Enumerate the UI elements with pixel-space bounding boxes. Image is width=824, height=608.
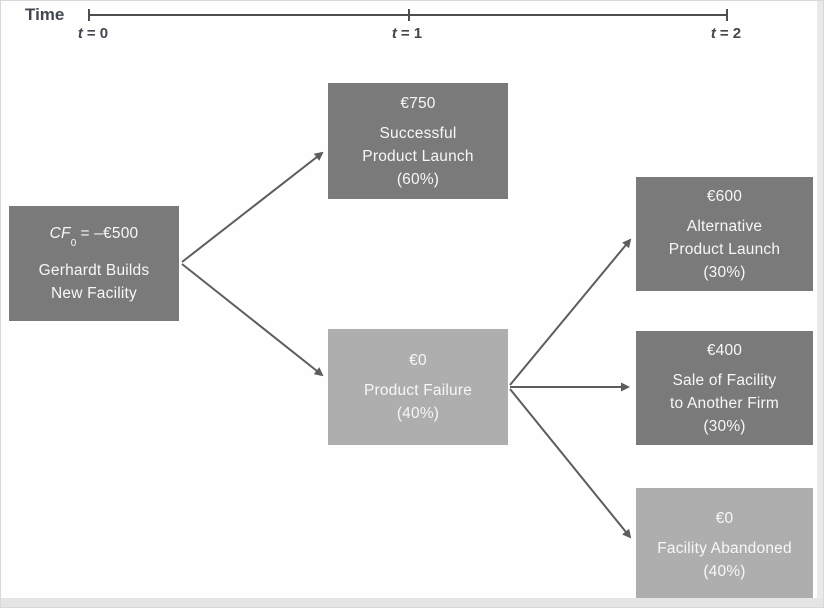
t2-var: t — [710, 25, 716, 42]
node-cashflow: €750 — [400, 94, 436, 112]
node-successful-product-launch: €750 Successful Product Launch (60%) — [328, 83, 508, 199]
node-probability: (40%) — [396, 405, 440, 422]
node-label-line: Alternative — [686, 217, 763, 235]
node-gerhardt-builds-new-facility: CF0= –€500 Gerhardt Builds New Facility — [9, 206, 179, 321]
node-probability: (60%) — [396, 170, 440, 188]
node-alternative-product-launch: €600 Alternative Product Launch (30%) — [636, 177, 813, 291]
timeline-tick-t0 — [88, 9, 90, 21]
node-label-line: Facility Abandoned — [657, 539, 792, 557]
node-probability: (30%) — [703, 263, 746, 281]
t0-var: t — [77, 25, 83, 42]
node-cashflow: €600 — [706, 187, 743, 205]
t1-value: = 1 — [400, 25, 423, 42]
node-label-line: New Facility — [51, 284, 137, 302]
node-product-failure: €0 Product Failure (40%) — [328, 329, 508, 445]
t2-value: = 2 — [719, 25, 742, 42]
timeline-label-t1: t= 1 — [377, 25, 437, 42]
edge-failure-alternative — [509, 238, 632, 386]
node-probability: (40%) — [703, 562, 746, 580]
node-cashflow: €0 — [715, 509, 734, 527]
timeline-label-t2: t= 2 — [696, 25, 756, 42]
cf-symbol: CF — [49, 225, 71, 243]
cf-amount: = –€500 — [80, 225, 139, 243]
node-label-line: Product Launch — [362, 147, 474, 165]
edge-root-failure — [181, 263, 324, 377]
node-label-line: Product Failure — [363, 382, 473, 399]
page-edge-right — [817, 1, 823, 607]
edge-root-success — [181, 151, 324, 263]
timeline-tick-t2 — [726, 9, 728, 21]
cf-subscript: 0 — [70, 237, 77, 249]
t1-var: t — [391, 25, 397, 42]
node-cashflow: €0 — [409, 352, 427, 369]
edge-failure-abandoned — [509, 388, 632, 539]
node-label-line: Gerhardt Builds — [38, 261, 150, 279]
node-label-line: Product Launch — [668, 240, 781, 258]
timeline-tick-t1 — [408, 9, 410, 21]
page-edge-bottom — [1, 598, 823, 607]
timeline-label-t0: t= 0 — [63, 25, 123, 42]
node-label-line: to Another Firm — [670, 394, 779, 412]
t0-value: = 0 — [86, 25, 109, 42]
cf0-value: CF0= –€500 — [50, 222, 139, 251]
node-cashflow: €400 — [706, 341, 743, 359]
node-sale-of-facility: €400 Sale of Facility to Another Firm (3… — [636, 331, 813, 445]
node-facility-abandoned: €0 Facility Abandoned (40%) — [636, 488, 813, 601]
node-label-line: Successful — [379, 124, 457, 142]
node-label-line: Sale of Facility — [672, 371, 777, 389]
timeline-title: Time — [25, 5, 65, 24]
node-probability: (30%) — [703, 417, 746, 435]
